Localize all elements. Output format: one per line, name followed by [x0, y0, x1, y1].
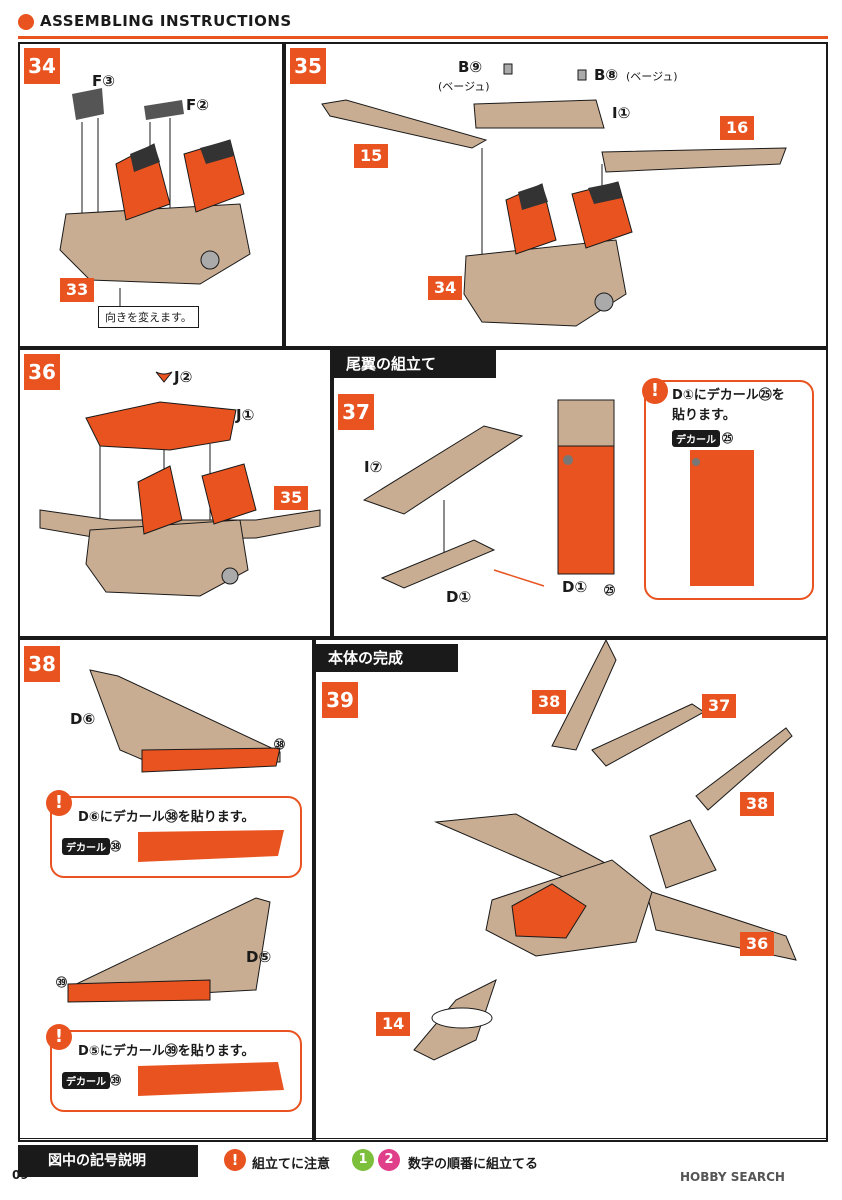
decal-chip: デカール [672, 430, 720, 447]
step-36-panel: 36 J② J① 35 [18, 348, 332, 638]
step-38-panel: 38 D⑥ ㊳ ! D⑥にデカール㊳を貼ります。 デカール ㊳ D⑤ ㊴ ! D… [18, 638, 314, 1142]
step-35-number: 35 [290, 48, 326, 84]
part-label-b9: B⑨ [458, 58, 483, 76]
step-38-number: 38 [24, 646, 60, 682]
decal-38-shape [138, 830, 284, 862]
step-36-illustration [39, 371, 321, 597]
step-37-panel: 尾翼の組立て 37 I⑦ D① D① ㉕ ! D①にデカール㉕を 貼ります。 デ… [332, 348, 828, 638]
part-label-b9-color: (ベージュ) [438, 80, 490, 93]
watermark: HOBBY SEARCH [680, 1170, 785, 1184]
brand-logo-icon [18, 14, 34, 30]
step-36-number: 36 [24, 354, 60, 390]
header-rule [18, 36, 828, 39]
decal-chip-number: ㊴ [110, 1074, 121, 1087]
orientation-caption: 向きを変えます。 [98, 306, 199, 328]
caution-icon: ! [642, 378, 668, 404]
decal-25-instruction-line2: 貼ります。 [672, 408, 736, 423]
decal-chip-number: ㉕ [722, 432, 733, 445]
ref-label-16: 16 [720, 116, 755, 140]
decal-39-shape [138, 1062, 284, 1096]
part-label-i7: I⑦ [364, 458, 383, 476]
part-label-j2: J② [174, 368, 193, 386]
step-38-upper-illustration [67, 669, 281, 1003]
step-35-panel: 35 B⑨ (ベージュ) B⑧ (ベージュ) I① 15 16 34 [284, 42, 828, 348]
step-37-illustration [362, 399, 615, 589]
ref-label-15: 15 [354, 144, 389, 168]
legend-order-text: 数字の順番に組立てる [408, 1157, 539, 1172]
decal-39-marker: ㊴ [56, 976, 67, 989]
part-label-j1: J① [236, 406, 255, 424]
caution-icon: ! [46, 790, 72, 816]
step-34-illustration [59, 88, 251, 314]
decal-39-instruction: D⑤にデカール㊴を貼ります。 [78, 1044, 255, 1059]
part-label-d5: D⑤ [246, 948, 272, 966]
ref-label-38-left: 38 [532, 690, 567, 714]
section-tail-assembly-title: 尾翼の組立て [334, 350, 496, 378]
step-39-panel: 本体の完成 39 38 37 38 36 14 [314, 638, 828, 1142]
step-35-illustration [321, 63, 787, 327]
part-label-d1-b: D① [562, 578, 588, 596]
legend-caution-text: 組立てに注意 [252, 1157, 331, 1172]
step-39-number: 39 [322, 682, 358, 718]
decal-39-note: ! D⑤にデカール㊴を貼ります。 デカール ㊴ [46, 1024, 302, 1112]
part-label-b8-color: (ベージュ) [626, 70, 678, 83]
decal-25-shape [690, 450, 754, 586]
decal-chip: デカール [62, 838, 110, 855]
step-39-illustration [413, 638, 797, 1061]
ref-label-14: 14 [376, 1012, 411, 1036]
order-1-icon: 1 [352, 1149, 374, 1171]
decal-38-instruction: D⑥にデカール㊳を貼ります。 [78, 810, 255, 825]
part-label-f2: F② [186, 96, 209, 114]
caution-icon: ! [46, 1024, 72, 1050]
part-label-i1: I① [612, 104, 631, 122]
decal-25-note: ! D①にデカール㉕を 貼ります。 デカール ㉕ [642, 378, 814, 600]
ref-label-33: 33 [60, 278, 95, 302]
ref-label-37: 37 [702, 694, 737, 718]
decal-38-marker: ㊳ [274, 738, 285, 751]
section-body-complete-title: 本体の完成 [316, 644, 458, 672]
part-label-d6: D⑥ [70, 710, 96, 728]
step-37-number: 37 [338, 394, 374, 430]
page-header-title: ASSEMBLING INSTRUCTIONS [40, 12, 292, 30]
legend-title: 図中の記号説明 [18, 1145, 198, 1177]
ref-label-36: 36 [740, 932, 775, 956]
decal-25-marker: ㉕ [604, 584, 615, 597]
part-label-d1-a: D① [446, 588, 472, 606]
order-2-icon: 2 [378, 1149, 400, 1171]
step-34-number: 34 [24, 48, 60, 84]
decal-25-instruction-line1: D①にデカール㉕を [672, 388, 785, 403]
step-34-panel: 34 F③ F② 33 向きを変えます。 [18, 42, 284, 348]
part-label-b8: B⑧ [594, 66, 619, 84]
ref-label-38-right: 38 [740, 792, 775, 816]
part-label-f3: F③ [92, 72, 115, 90]
ref-label-35: 35 [274, 486, 309, 510]
caution-icon: ! [224, 1149, 246, 1171]
symbol-legend-footer: 図中の記号説明 ! 組立てに注意 1 2 数字の順番に組立てる [18, 1138, 828, 1183]
page-number: 09 [12, 1168, 29, 1182]
ref-label-34: 34 [428, 276, 463, 300]
decal-chip: デカール [62, 1072, 110, 1089]
decal-chip-number: ㊳ [110, 840, 121, 853]
decal-38-note: ! D⑥にデカール㊳を貼ります。 デカール ㊳ [46, 790, 302, 878]
